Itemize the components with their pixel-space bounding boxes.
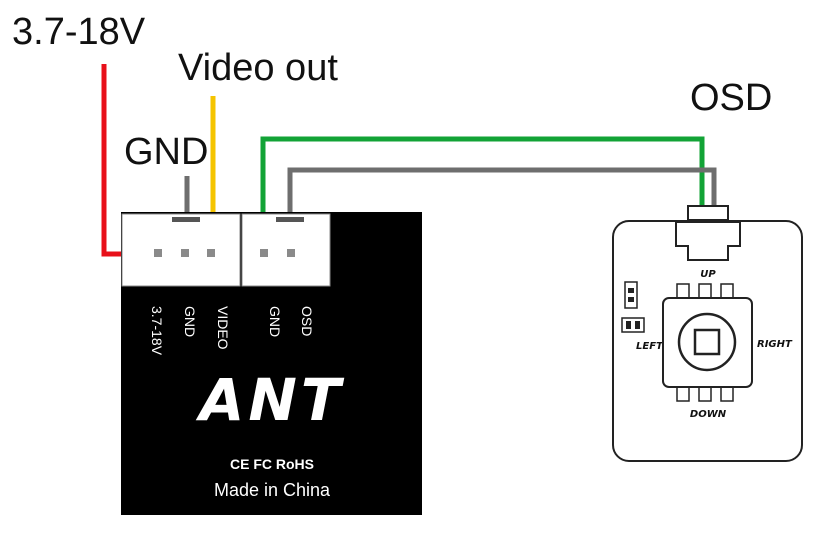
up-label: UP: [700, 269, 716, 280]
osd-board-connector: [675, 205, 741, 261]
power-video-connector: [121, 213, 241, 287]
made-in-label: Made in China: [214, 480, 331, 500]
pin-label-power: 3.7-18V: [149, 306, 165, 356]
video-out-label: Video out: [178, 47, 338, 89]
joystick-switch[interactable]: [662, 283, 753, 402]
right-label: RIGHT: [757, 339, 793, 350]
pin-label-gnd-osd: GND: [267, 306, 283, 337]
gnd-label: GND: [124, 131, 208, 173]
osd-gnd-wire: [287, 167, 717, 212]
gnd-osd-connector: [241, 213, 331, 287]
left-label: LEFT: [636, 341, 664, 352]
down-label: DOWN: [690, 409, 727, 420]
pin-label-gnd: GND: [182, 306, 198, 337]
certification-marks: CE FC RoHS: [230, 456, 314, 472]
osd-board: UP LEFT RIGHT DOWN: [612, 205, 803, 462]
jumper-component: [621, 281, 645, 333]
power-wire: [101, 64, 124, 257]
camera-module: 3.7-18V GND VIDEO GND OSD ANT CE FC RoHS…: [121, 212, 422, 515]
osd-signal-wire: [260, 136, 705, 212]
brand-logo: ANT: [196, 366, 345, 434]
osd-label: OSD: [690, 77, 772, 119]
pin-label-video: VIDEO: [215, 306, 231, 350]
power-voltage-label: 3.7-18V: [12, 11, 146, 53]
pin-label-osd: OSD: [299, 306, 315, 336]
